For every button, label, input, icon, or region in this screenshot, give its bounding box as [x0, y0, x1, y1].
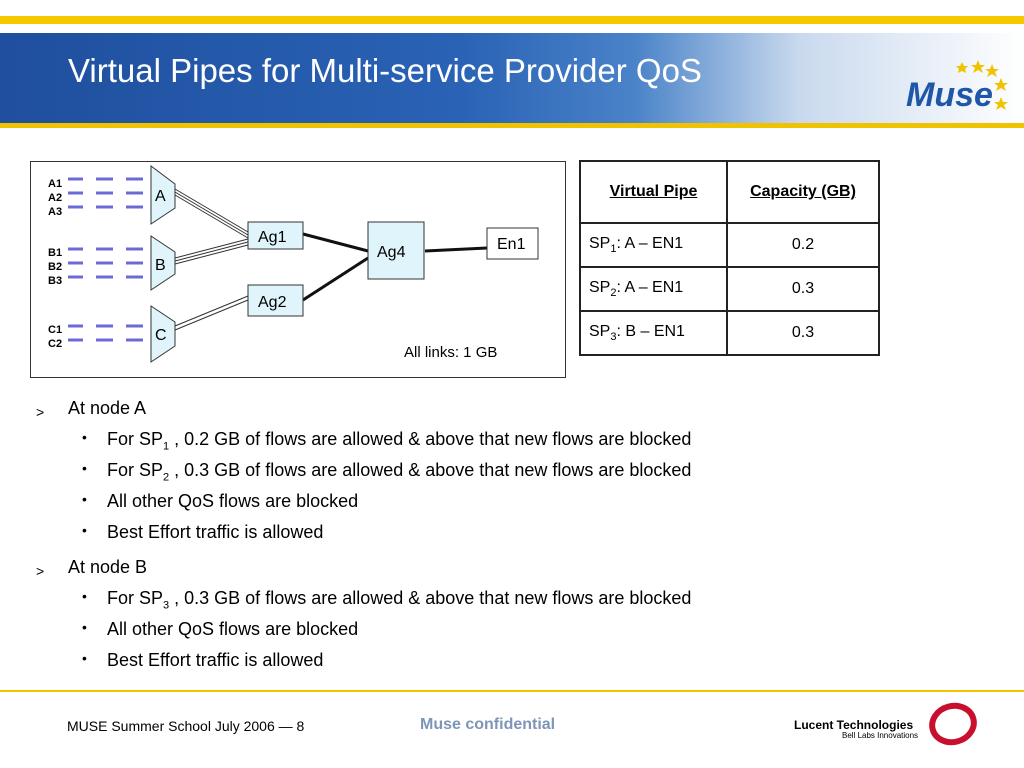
dot-bullet-icon: •: [82, 650, 87, 666]
dot-bullet-icon: •: [82, 429, 87, 445]
top-stripe: [0, 0, 1024, 24]
capacity-cell: 0.3: [726, 310, 880, 356]
node-c-label: C: [155, 327, 167, 344]
confidential-label: Muse confidential: [420, 716, 556, 733]
logo-text: Muse: [906, 76, 993, 114]
section-heading-node-a: > At node A: [36, 398, 147, 420]
node-en1-shape: [486, 227, 539, 260]
list-item: • Best Effort traffic is allowed: [82, 650, 324, 670]
header-band: [0, 33, 1024, 123]
node-ag1-label: Ag1: [258, 229, 287, 246]
node-ag2-label: Ag2: [258, 294, 287, 311]
list-item: • For SP1 , 0.2 GB of flows are allowed …: [82, 429, 692, 453]
node-c-shape: [150, 305, 176, 363]
list-item: • All other QoS flows are blocked: [82, 491, 359, 511]
table-row: SP3: B – EN1 0.3: [579, 310, 880, 356]
dot-bullet-icon: •: [82, 460, 87, 476]
company-subtitle: Bell Labs Innovations: [842, 731, 919, 740]
flow-label-a2: A2: [48, 192, 62, 204]
flow-label-b1: B1: [48, 247, 62, 259]
node-en1-label: En1: [497, 236, 526, 253]
node-a-label: A: [155, 188, 166, 205]
table-header-row: Virtual Pipe Capacity (GB): [579, 160, 880, 224]
pipe-cell: SP2: A – EN1: [579, 266, 728, 312]
arrow-bullet-icon: >: [36, 404, 45, 420]
dot-bullet-icon: •: [82, 491, 87, 507]
header-underline: [0, 123, 1024, 128]
flow-label-a1: A1: [48, 178, 62, 190]
table-header: Capacity (GB): [726, 160, 880, 224]
list-item: • All other QoS flows are blocked: [82, 619, 359, 639]
footer-divider: [0, 690, 1024, 692]
footer-text: MUSE Summer School July 2006 — 8: [67, 718, 305, 734]
node-a-shape: [150, 165, 176, 225]
table-row: SP1: A – EN1 0.2: [579, 222, 880, 268]
lucent-logo: Lucent Technologies Bell Labs Innovation…: [788, 700, 988, 750]
bullet-list: > At node A • For SP1 , 0.2 GB of flows …: [36, 398, 996, 681]
list-item: • Best Effort traffic is allowed: [82, 522, 324, 542]
arrow-bullet-icon: >: [36, 563, 45, 579]
section-heading-node-b: > At node B: [36, 557, 148, 579]
node-ag4-label: Ag4: [377, 244, 406, 261]
lucent-ring-icon: [929, 702, 977, 746]
virtual-pipe-table: Virtual Pipe Capacity (GB) SP1: A – EN1 …: [579, 160, 880, 356]
capacity-cell: 0.2: [726, 222, 880, 268]
dot-bullet-icon: •: [82, 588, 87, 604]
pipe-cell: SP3: B – EN1: [579, 310, 728, 356]
node-ag2-shape: [247, 284, 304, 317]
node-b-shape: [150, 235, 176, 291]
list-item: • For SP2 , 0.3 GB of flows are allowed …: [82, 460, 692, 484]
dot-bullet-icon: •: [82, 522, 87, 538]
list-item: • For SP3 , 0.3 GB of flows are allowed …: [82, 588, 692, 612]
company-name: Lucent Technologies: [794, 718, 914, 732]
flow-label-b3: B3: [48, 275, 62, 287]
flow-label-c1: C1: [48, 324, 62, 336]
table-header: Virtual Pipe: [579, 160, 728, 224]
dot-bullet-icon: •: [82, 619, 87, 635]
muse-logo: Muse: [906, 60, 1008, 114]
slide-title: Virtual Pipes for Multi-service Provider…: [68, 52, 702, 89]
node-b-label: B: [155, 257, 166, 274]
flow-label-b2: B2: [48, 261, 62, 273]
network-diagram: A1 A2 A3 B1 B2 B3 C1 C2: [30, 161, 566, 378]
pipe-cell: SP1: A – EN1: [579, 222, 728, 268]
flow-label-a3: A3: [48, 206, 62, 218]
diagram-note: All links: 1 GB: [404, 344, 497, 361]
flow-label-c2: C2: [48, 338, 62, 350]
node-ag4-shape: [367, 221, 425, 280]
table-row: SP2: A – EN1 0.3: [579, 266, 880, 312]
node-ag1-shape: [247, 221, 304, 250]
capacity-cell: 0.3: [726, 266, 880, 312]
